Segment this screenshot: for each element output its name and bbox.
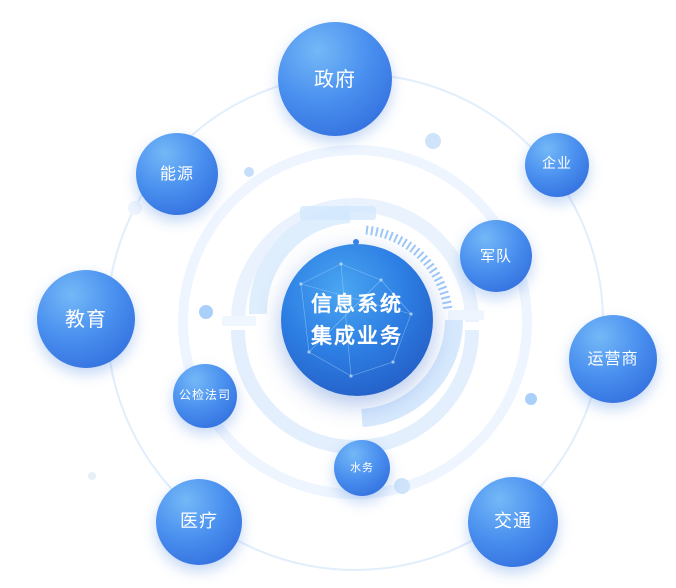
node-label: 公检法司 (178, 388, 231, 403)
node-label: 教育 (65, 307, 107, 331)
node-label: 军队 (479, 246, 512, 265)
node-medical[interactable]: 医疗 (156, 479, 242, 565)
center-node: 信息系统 集成业务 (281, 244, 433, 396)
decorative-dot (394, 478, 410, 494)
decorative-dot (525, 393, 537, 405)
center-title-line2: 集成业务 (311, 324, 403, 348)
center-title-line1: 信息系统 (311, 292, 403, 316)
node-operator[interactable]: 运营商 (569, 315, 657, 403)
node-judicial[interactable]: 公检法司 (173, 364, 237, 428)
node-label: 运营商 (587, 349, 639, 369)
node-energy[interactable]: 能源 (136, 133, 218, 215)
network-texture (299, 262, 413, 378)
node-government[interactable]: 政府 (278, 22, 392, 136)
node-label: 企业 (542, 156, 572, 173)
node-label: 能源 (159, 164, 194, 184)
decorative-dot (244, 167, 254, 177)
decorative-dot (128, 201, 142, 215)
decorative-dot (199, 305, 213, 319)
node-water[interactable]: 水务 (334, 440, 390, 496)
node-education[interactable]: 教育 (37, 270, 135, 368)
node-label: 政府 (314, 67, 356, 91)
node-military[interactable]: 军队 (460, 220, 532, 292)
node-label: 医疗 (180, 511, 218, 533)
node-label: 水务 (350, 460, 374, 474)
node-transport[interactable]: 交通 (468, 477, 558, 567)
node-label: 交通 (494, 511, 532, 533)
node-enterprise[interactable]: 企业 (525, 133, 589, 197)
decorative-dot (88, 472, 96, 480)
decorative-dot (425, 133, 441, 149)
